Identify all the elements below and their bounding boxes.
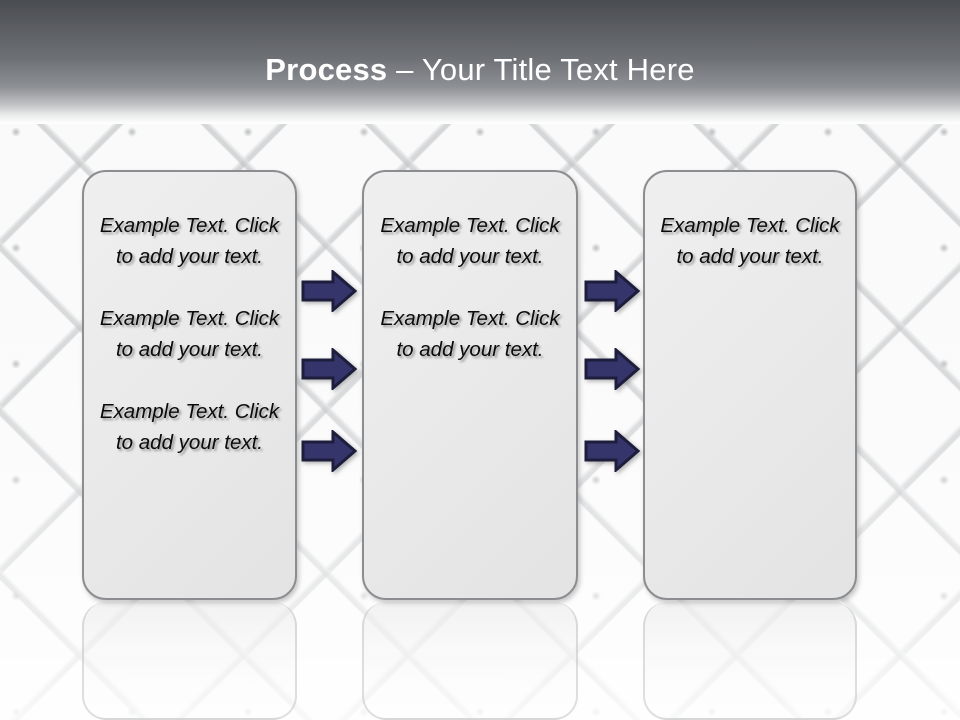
header-band: Process – Your Title Text Here — [0, 0, 960, 124]
process-box-2[interactable]: Example Text. Click to add your text. Ex… — [362, 170, 578, 600]
process-box-2-paragraph-1: Example Text. Click to add your text. — [380, 214, 560, 268]
process-box-1[interactable]: Example Text. Click to add your text. Ex… — [82, 170, 297, 600]
process-box-3[interactable]: Example Text. Click to add your text. — [643, 170, 857, 600]
page-title-separator: – — [387, 52, 422, 87]
process-box-1-paragraph-2: Example Text. Click to add your text. — [99, 307, 280, 361]
process-box-2-paragraph-2: Example Text. Click to add your text. — [380, 307, 560, 361]
right-arrow-icon[interactable] — [301, 270, 357, 312]
page-title-regular: Your Title Text Here — [421, 52, 695, 87]
page-title-bold: Process — [265, 52, 388, 87]
box-1-reflection — [82, 602, 297, 720]
process-box-2-text: Example Text. Click to add your text. Ex… — [374, 210, 566, 365]
right-arrow-icon[interactable] — [301, 430, 357, 472]
right-arrow-icon[interactable] — [301, 348, 357, 390]
right-arrow-icon[interactable] — [584, 270, 640, 312]
process-box-1-paragraph-1: Example Text. Click to add your text. — [99, 214, 280, 268]
page-title: Process – Your Title Text Here — [0, 52, 960, 88]
right-arrow-icon[interactable] — [584, 348, 640, 390]
process-box-3-text: Example Text. Click to add your text. — [655, 210, 845, 272]
box-2-reflection — [362, 602, 578, 720]
process-box-1-text: Example Text. Click to add your text. Ex… — [94, 210, 285, 458]
box-3-reflection — [643, 602, 857, 720]
right-arrow-icon[interactable] — [584, 430, 640, 472]
process-box-1-paragraph-3: Example Text. Click to add your text. — [99, 400, 280, 454]
process-box-3-paragraph-1: Example Text. Click to add your text. — [660, 214, 840, 268]
